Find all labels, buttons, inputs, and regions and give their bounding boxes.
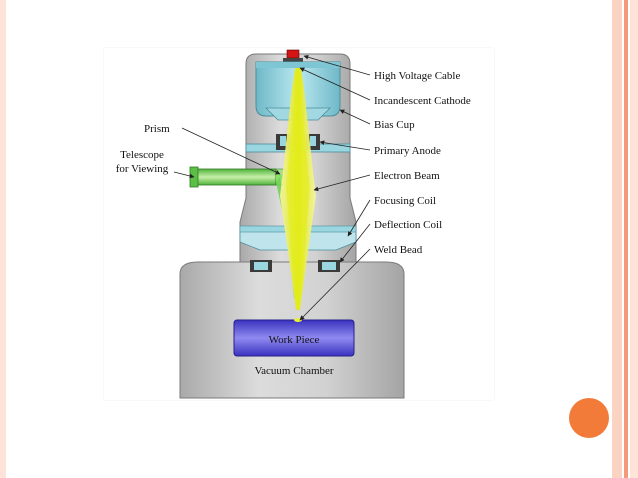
- slide-border-right-edge: [630, 0, 638, 478]
- label-for-viewing: for Viewing: [116, 163, 169, 175]
- leader-lines: [173, 54, 371, 321]
- diagram-svg: Work Piece Vacuum Chamber High Voltage C…: [116, 49, 471, 399]
- label-incandescent-cathode: Incandescent Cathode: [374, 95, 471, 107]
- label-focusing-coil: Focusing Coil: [374, 195, 436, 207]
- deflection-coil: [250, 260, 340, 272]
- label-electron-beam: Electron Beam: [374, 170, 440, 182]
- slide-accent-circle: [569, 398, 609, 438]
- cathode-holder: [283, 58, 303, 63]
- high-voltage-cable-terminal: [286, 49, 300, 59]
- slide-border-left-light: [0, 0, 6, 478]
- label-primary-anode: Primary Anode: [374, 145, 441, 157]
- electron-beam-welding-diagram: Work Piece Vacuum Chamber High Voltage C…: [104, 48, 494, 400]
- label-telescope: Telescope: [120, 149, 164, 161]
- weld-bead: [294, 318, 302, 322]
- label-prism: Prism: [144, 123, 170, 135]
- vacuum-chamber-label: Vacuum Chamber: [254, 365, 333, 377]
- work-piece: [233, 318, 355, 357]
- label-high-voltage-cable: High Voltage Cable: [374, 70, 460, 82]
- electron-beam: [280, 68, 316, 310]
- label-bias-cup: Bias Cup: [374, 119, 415, 131]
- slide-border-right-accent: [624, 0, 628, 478]
- slide-border-right-light: [612, 0, 622, 478]
- label-deflection-coil: Deflection Coil: [374, 219, 442, 231]
- work-piece-label: Work Piece: [269, 334, 320, 346]
- label-weld-bead: Weld Bead: [374, 244, 423, 256]
